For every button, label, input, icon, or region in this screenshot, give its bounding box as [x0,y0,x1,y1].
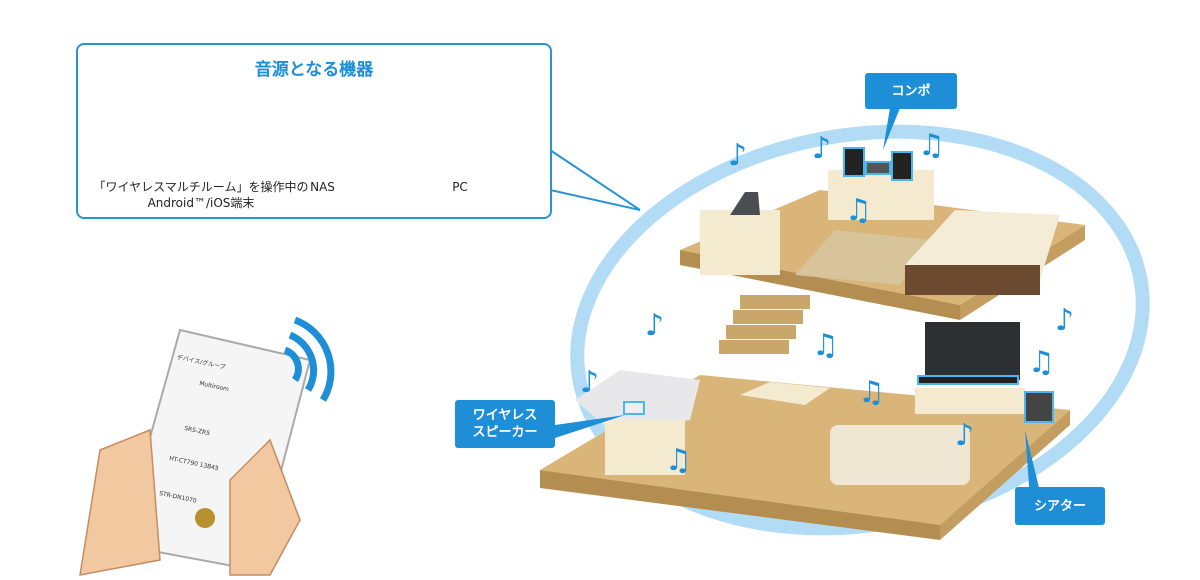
tv [925,322,1020,380]
svg-text:♪: ♪ [1055,303,1074,338]
compo-speaker-left [843,147,865,177]
pc-caption: PC [452,180,468,194]
phone-in-hands [79,328,312,576]
mobile-device-caption: 「ワイヤレスマルチルーム」を操作中の Android™/iOS端末 [93,180,309,210]
callout-pointer [549,148,641,211]
svg-text:♪: ♪ [728,138,747,173]
svg-text:♪: ♪ [580,365,599,400]
desk [700,210,780,275]
dining-table [740,382,830,405]
svg-text:♪: ♪ [645,308,664,343]
source-devices-callout: 音源となる機器 [76,43,552,219]
svg-text:♫: ♫ [845,193,872,228]
bed [905,210,1060,280]
svg-text:♪: ♪ [812,131,831,166]
desk-laptop [730,192,760,215]
wireless-speaker-label: ワイヤレス スピーカー [455,400,555,448]
sofa [830,425,970,485]
theater-label: シアター [1015,487,1105,525]
svg-text:♪: ♪ [955,418,974,453]
stairs [719,295,810,354]
svg-text:♫: ♫ [1028,345,1055,380]
compo-speaker-right [891,151,913,181]
svg-text:♫: ♫ [918,128,945,163]
nas-caption: NAS [310,180,335,194]
svg-text:♫: ♫ [858,375,885,410]
svg-text:♫: ♫ [665,443,692,478]
callout-title: 音源となる機器 [254,60,374,80]
wifi-icon-phone [283,316,335,402]
soundbar [917,375,1019,385]
wireless-speaker [623,401,645,415]
svg-text:♫: ♫ [812,328,839,363]
kitchen-counter [605,420,685,475]
compo-label: コンポ [865,73,957,109]
subwoofer [1024,391,1054,423]
music-note-icons: ♪♪♫ ♫♪♫ ♪♫♪ ♫♪♫ [580,128,1074,478]
